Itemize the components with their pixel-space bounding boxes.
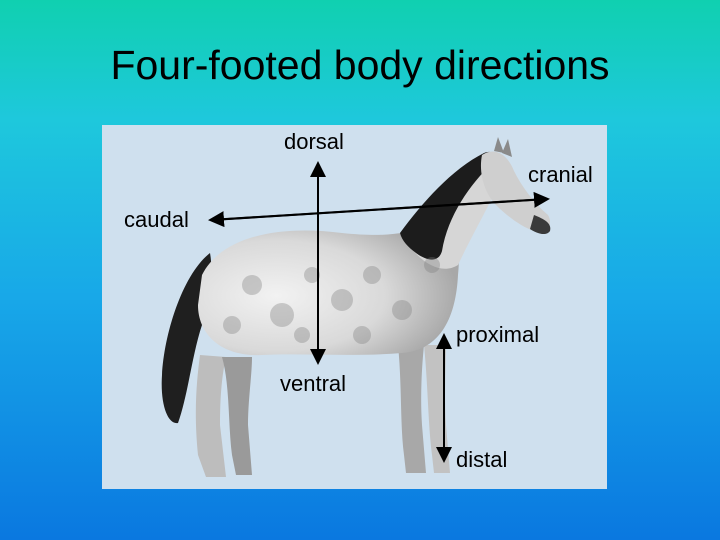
- label-dorsal: dorsal: [284, 129, 344, 154]
- label-proximal: proximal: [456, 322, 540, 347]
- label-cranial: cranial: [528, 162, 593, 187]
- label-caudal: caudal: [124, 207, 189, 232]
- label-distal: distal: [456, 447, 508, 472]
- label-ventral: ventral: [280, 371, 347, 396]
- horse-diagram: dorsal cranial caudal proximal ventral d…: [102, 125, 607, 489]
- caudal-arrow: [208, 198, 547, 228]
- horse-illustration: [102, 125, 607, 489]
- direction-arrows: [208, 161, 550, 463]
- slide-title: Four-footed body directions: [110, 42, 610, 88]
